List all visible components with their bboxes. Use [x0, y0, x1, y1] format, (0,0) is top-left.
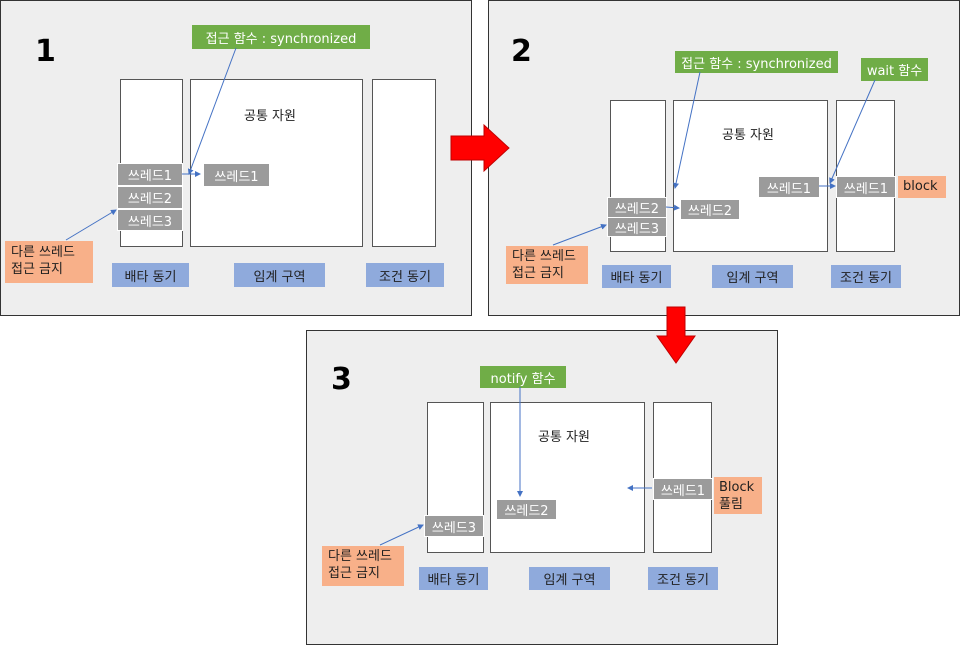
label-condition-sync: 조건 동기 [648, 567, 718, 590]
thread-in-critical: 쓰레드1 [203, 163, 270, 187]
shared-resource-label: 공통 자원 [244, 109, 296, 124]
critical-section-area [490, 402, 645, 553]
label-mutex-sync: 배타 동기 [419, 567, 488, 590]
shared-resource-label: 공통 자원 [538, 430, 590, 445]
notify-function-label: notify 함수 [480, 366, 566, 388]
access-function-label: 접근 함수 : synchronized [192, 25, 370, 49]
thread-in-condition: 쓰레드1 [836, 176, 896, 198]
thread-2: 쓰레드2 [117, 186, 183, 209]
panel-number: 1 [35, 34, 56, 69]
block-label: block [898, 176, 946, 198]
thread-1: 쓰레드1 [117, 163, 183, 186]
condition-sync-area [372, 79, 436, 247]
access-denied-note: 다른 쓰레드 접근 금지 [322, 546, 404, 586]
panel-2: 2 접근 함수 : synchronized wait 함수 공통 자원 쓰레드… [488, 0, 960, 316]
thread-3: 쓰레드3 [607, 217, 667, 237]
label-condition-sync: 조건 동기 [831, 265, 901, 288]
label-critical-section: 임계 구역 [712, 265, 793, 288]
thread-3: 쓰레드3 [424, 515, 484, 537]
condition-sync-area [653, 402, 712, 553]
shared-resource-label: 공통 자원 [722, 128, 774, 143]
thread-in-critical-b: 쓰레드1 [758, 176, 820, 198]
thread-2: 쓰레드2 [607, 197, 667, 218]
thread-in-critical-a: 쓰레드2 [680, 199, 740, 220]
thread-in-condition: 쓰레드1 [653, 478, 713, 500]
wait-function-label: wait 함수 [861, 58, 928, 81]
label-mutex-sync: 배타 동기 [602, 265, 671, 288]
label-critical-section: 임계 구역 [529, 567, 610, 590]
access-denied-note: 다른 쓰레드 접근 금지 [506, 246, 588, 284]
block-released-label: Block 풀림 [714, 477, 762, 514]
access-function-label: 접근 함수 : synchronized [675, 51, 838, 73]
label-mutex-sync: 배타 동기 [112, 263, 189, 287]
panel-3: 3 notify 함수 공통 자원 쓰레드3 쓰레드2 쓰레드1 Block 풀… [306, 330, 778, 645]
label-critical-section: 임계 구역 [234, 263, 325, 287]
panel-number: 3 [331, 362, 352, 397]
access-denied-note: 다른 쓰레드 접근 금지 [5, 241, 93, 283]
panel-1: 1 접근 함수 : synchronized 공통 자원 쓰레드1 쓰레드2 쓰… [0, 0, 472, 316]
panel-number: 2 [511, 34, 532, 69]
label-condition-sync: 조건 동기 [366, 263, 444, 287]
thread-in-critical: 쓰레드2 [496, 499, 557, 520]
thread-3: 쓰레드3 [117, 209, 183, 231]
